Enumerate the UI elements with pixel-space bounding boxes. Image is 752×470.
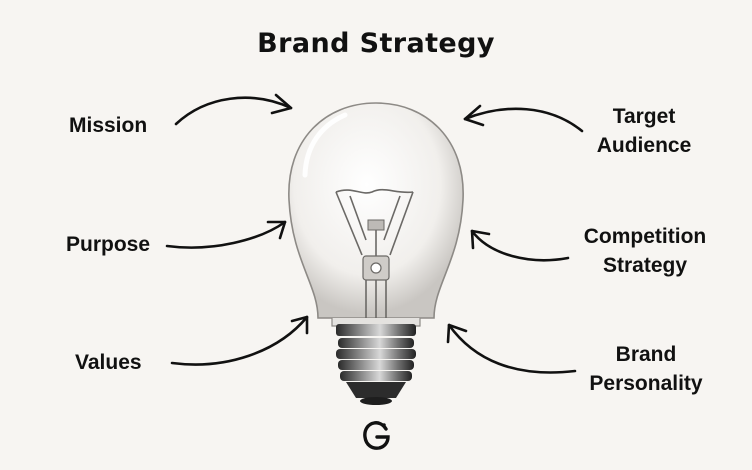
- label-brand-personality-line2: Personality: [578, 369, 714, 398]
- G-logo-icon: [365, 423, 388, 448]
- label-competition-strategy-line2: Strategy: [570, 251, 720, 280]
- label-competition-strategy: Competition Strategy: [570, 222, 720, 280]
- label-target-audience: Target Audience: [586, 102, 702, 160]
- arrow-mission: [176, 95, 291, 124]
- label-brand-personality: Brand Personality: [578, 340, 714, 398]
- light-bulb-icon: [289, 103, 463, 405]
- label-brand-personality-line1: Brand: [578, 340, 714, 369]
- label-purpose: Purpose: [66, 230, 150, 259]
- label-target-audience-line2: Audience: [586, 131, 702, 160]
- arrow-target-audience: [465, 106, 582, 131]
- label-competition-strategy-line1: Competition: [570, 222, 720, 251]
- label-target-audience-line1: Target: [586, 102, 702, 131]
- arrow-competition-strategy: [472, 231, 568, 260]
- label-mission: Mission: [69, 111, 147, 140]
- arrow-brand-personality: [448, 325, 575, 372]
- label-values: Values: [75, 348, 142, 377]
- arrow-purpose: [167, 222, 285, 248]
- arrow-values: [172, 317, 307, 364]
